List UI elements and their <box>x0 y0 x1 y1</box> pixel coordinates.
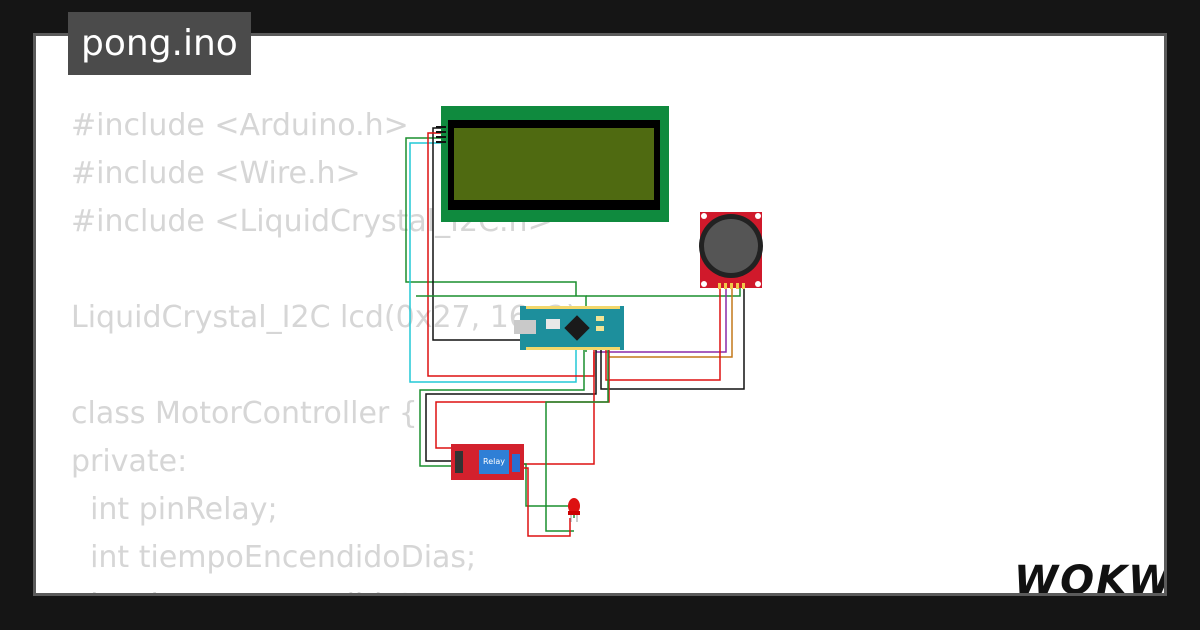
wire-joy-green <box>586 286 741 297</box>
wire-led-red <box>516 346 595 465</box>
code-line: int tiempoEncendidoHoras; <box>71 588 498 593</box>
circuit-diagram: Relay <box>405 106 763 537</box>
lcd-display <box>436 106 669 222</box>
wire-relay-black <box>425 346 597 462</box>
code-line: private: <box>71 444 188 479</box>
code-line: int pinRelay; <box>71 492 278 527</box>
code-line: int tiempoEncendidoDias; <box>71 540 477 575</box>
wire-joy-black <box>600 286 745 390</box>
wire-joy-purple <box>596 286 727 353</box>
lcd-pins <box>436 126 446 143</box>
wire-relay-red <box>435 346 610 449</box>
joystick <box>699 212 763 289</box>
arduino-nano <box>514 306 624 350</box>
wire-relay-green <box>419 346 585 467</box>
relay-module: Relay <box>451 444 524 480</box>
wokwi-wordmark: WOKWi <box>1014 558 1164 596</box>
led <box>568 498 580 522</box>
wire-joy-orange <box>608 286 733 358</box>
wire-led-green2 <box>545 346 609 532</box>
project-title: pong.ino <box>68 12 251 75</box>
wire-joy-red <box>605 286 721 381</box>
project-card: #include <Arduino.h> #include <Wire.h> #… <box>33 33 1167 596</box>
code-line: class MotorController { <box>71 396 418 431</box>
code-line: #include <Wire.h> <box>71 156 361 191</box>
wokwi-logo: WOKWi <box>1014 558 1164 596</box>
relay-label: Relay <box>483 457 505 466</box>
wire-cyan <box>409 142 577 383</box>
wire-led-red2 <box>521 467 571 537</box>
code-line: #include <Arduino.h> <box>71 108 409 143</box>
wire-green <box>405 137 577 296</box>
